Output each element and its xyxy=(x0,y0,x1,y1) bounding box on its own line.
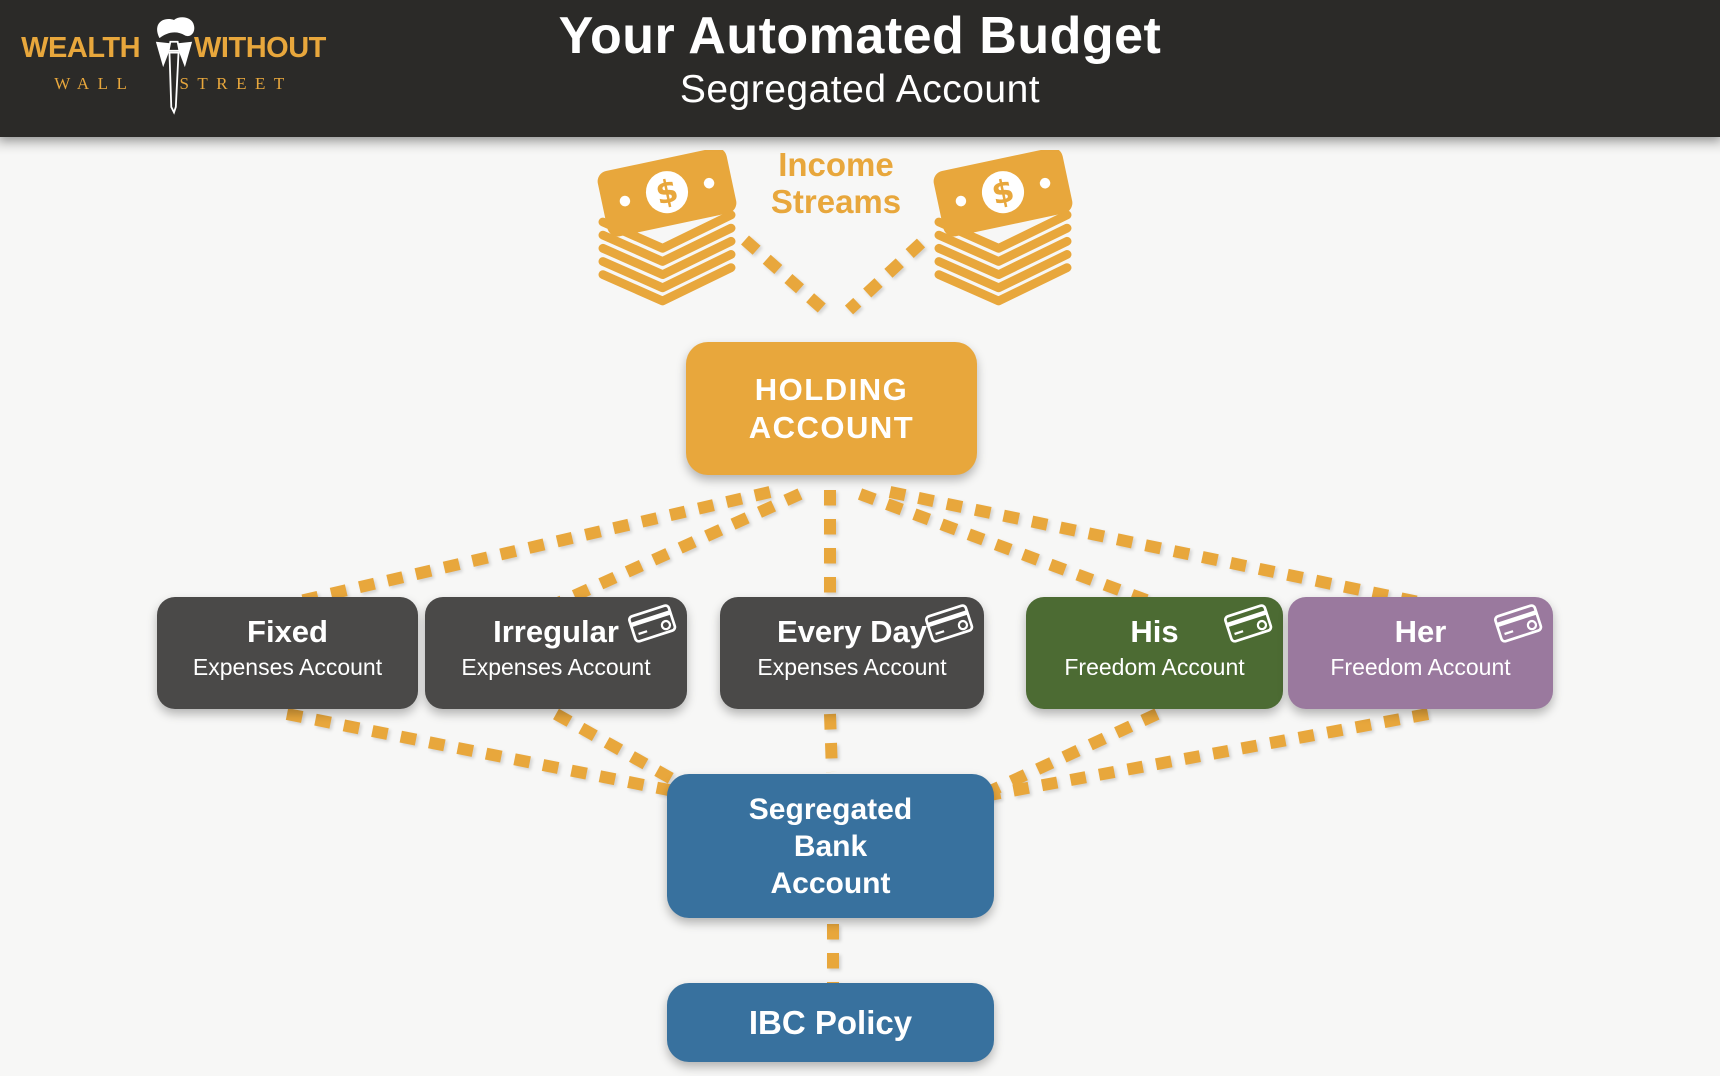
credit-card-icon xyxy=(922,601,976,645)
income-label-line2: Streams xyxy=(770,183,902,220)
line-income-right xyxy=(844,238,926,315)
brand-sub-right: STREET xyxy=(179,74,293,93)
everyday-expenses-node: Every Day Expenses Account xyxy=(720,597,984,709)
account-title: Her xyxy=(1394,614,1447,649)
credit-card-icon xyxy=(1221,601,1275,645)
line-income-left xyxy=(741,235,828,315)
line-holding-to-his xyxy=(857,488,1160,610)
line-holding-to-her xyxy=(888,486,1430,610)
header-shadow xyxy=(0,137,1720,155)
ibc-policy-node: IBC Policy xyxy=(667,983,994,1062)
account-title: His xyxy=(1130,614,1179,649)
bank-line2: Bank xyxy=(793,829,868,863)
account-title: Every Day xyxy=(777,614,927,649)
credit-card-icon xyxy=(625,601,679,645)
fixed-expenses-node: Fixed Expenses Account xyxy=(157,597,418,709)
line-everyday-to-bank xyxy=(824,713,838,773)
bank-line1: Segregated xyxy=(748,792,913,826)
brand-sub-left: WALL xyxy=(54,74,136,93)
irregular-expenses-node: Irregular Expenses Account xyxy=(425,597,687,709)
segregated-bank-node: Segregated Bank Account xyxy=(667,774,994,918)
account-subtitle: Expenses Account xyxy=(461,654,651,680)
account-subtitle: Freedom Account xyxy=(1330,654,1511,680)
holding-account-node: HOLDING ACCOUNT xyxy=(686,342,977,475)
brand-wordmark: WEALTH WITHOUT xyxy=(21,32,326,65)
holding-line2: ACCOUNT xyxy=(748,409,915,445)
line-holding-to-fixed xyxy=(285,486,772,610)
income-label-line1: Income xyxy=(778,146,894,183)
credit-card-icon xyxy=(1491,601,1545,645)
page-subtitle: Segregated Account xyxy=(679,68,1041,111)
policy-label: IBC Policy xyxy=(748,1003,913,1041)
header-bar: Your Automated Budget Segregated Account… xyxy=(0,0,1720,137)
brand-subwordmark: WALL STREET xyxy=(26,74,321,94)
man-with-tie-icon xyxy=(155,17,194,115)
her-freedom-node: Her Freedom Account xyxy=(1288,597,1553,709)
account-title: Fixed xyxy=(247,614,328,649)
page-title: Your Automated Budget xyxy=(558,7,1162,65)
line-her-to-bank xyxy=(982,708,1430,802)
income-streams-label: Income Streams xyxy=(700,146,972,220)
account-subtitle: Expenses Account xyxy=(757,654,947,680)
account-subtitle: Freedom Account xyxy=(1064,654,1245,680)
header-titles: Your Automated Budget Segregated Account xyxy=(0,0,1720,112)
brand-word-right: WITHOUT xyxy=(194,32,326,64)
his-freedom-node: His Freedom Account xyxy=(1026,597,1283,709)
brand-logo: WEALTH WITHOUT WALL STREET xyxy=(21,10,326,130)
account-subtitle: Expenses Account xyxy=(192,654,383,680)
holding-line1: HOLDING xyxy=(754,371,909,407)
bank-line3: Account xyxy=(770,866,891,900)
line-fixed-to-bank xyxy=(285,708,706,803)
account-title: Irregular xyxy=(493,614,619,649)
brand-word-left: WEALTH xyxy=(21,32,141,64)
